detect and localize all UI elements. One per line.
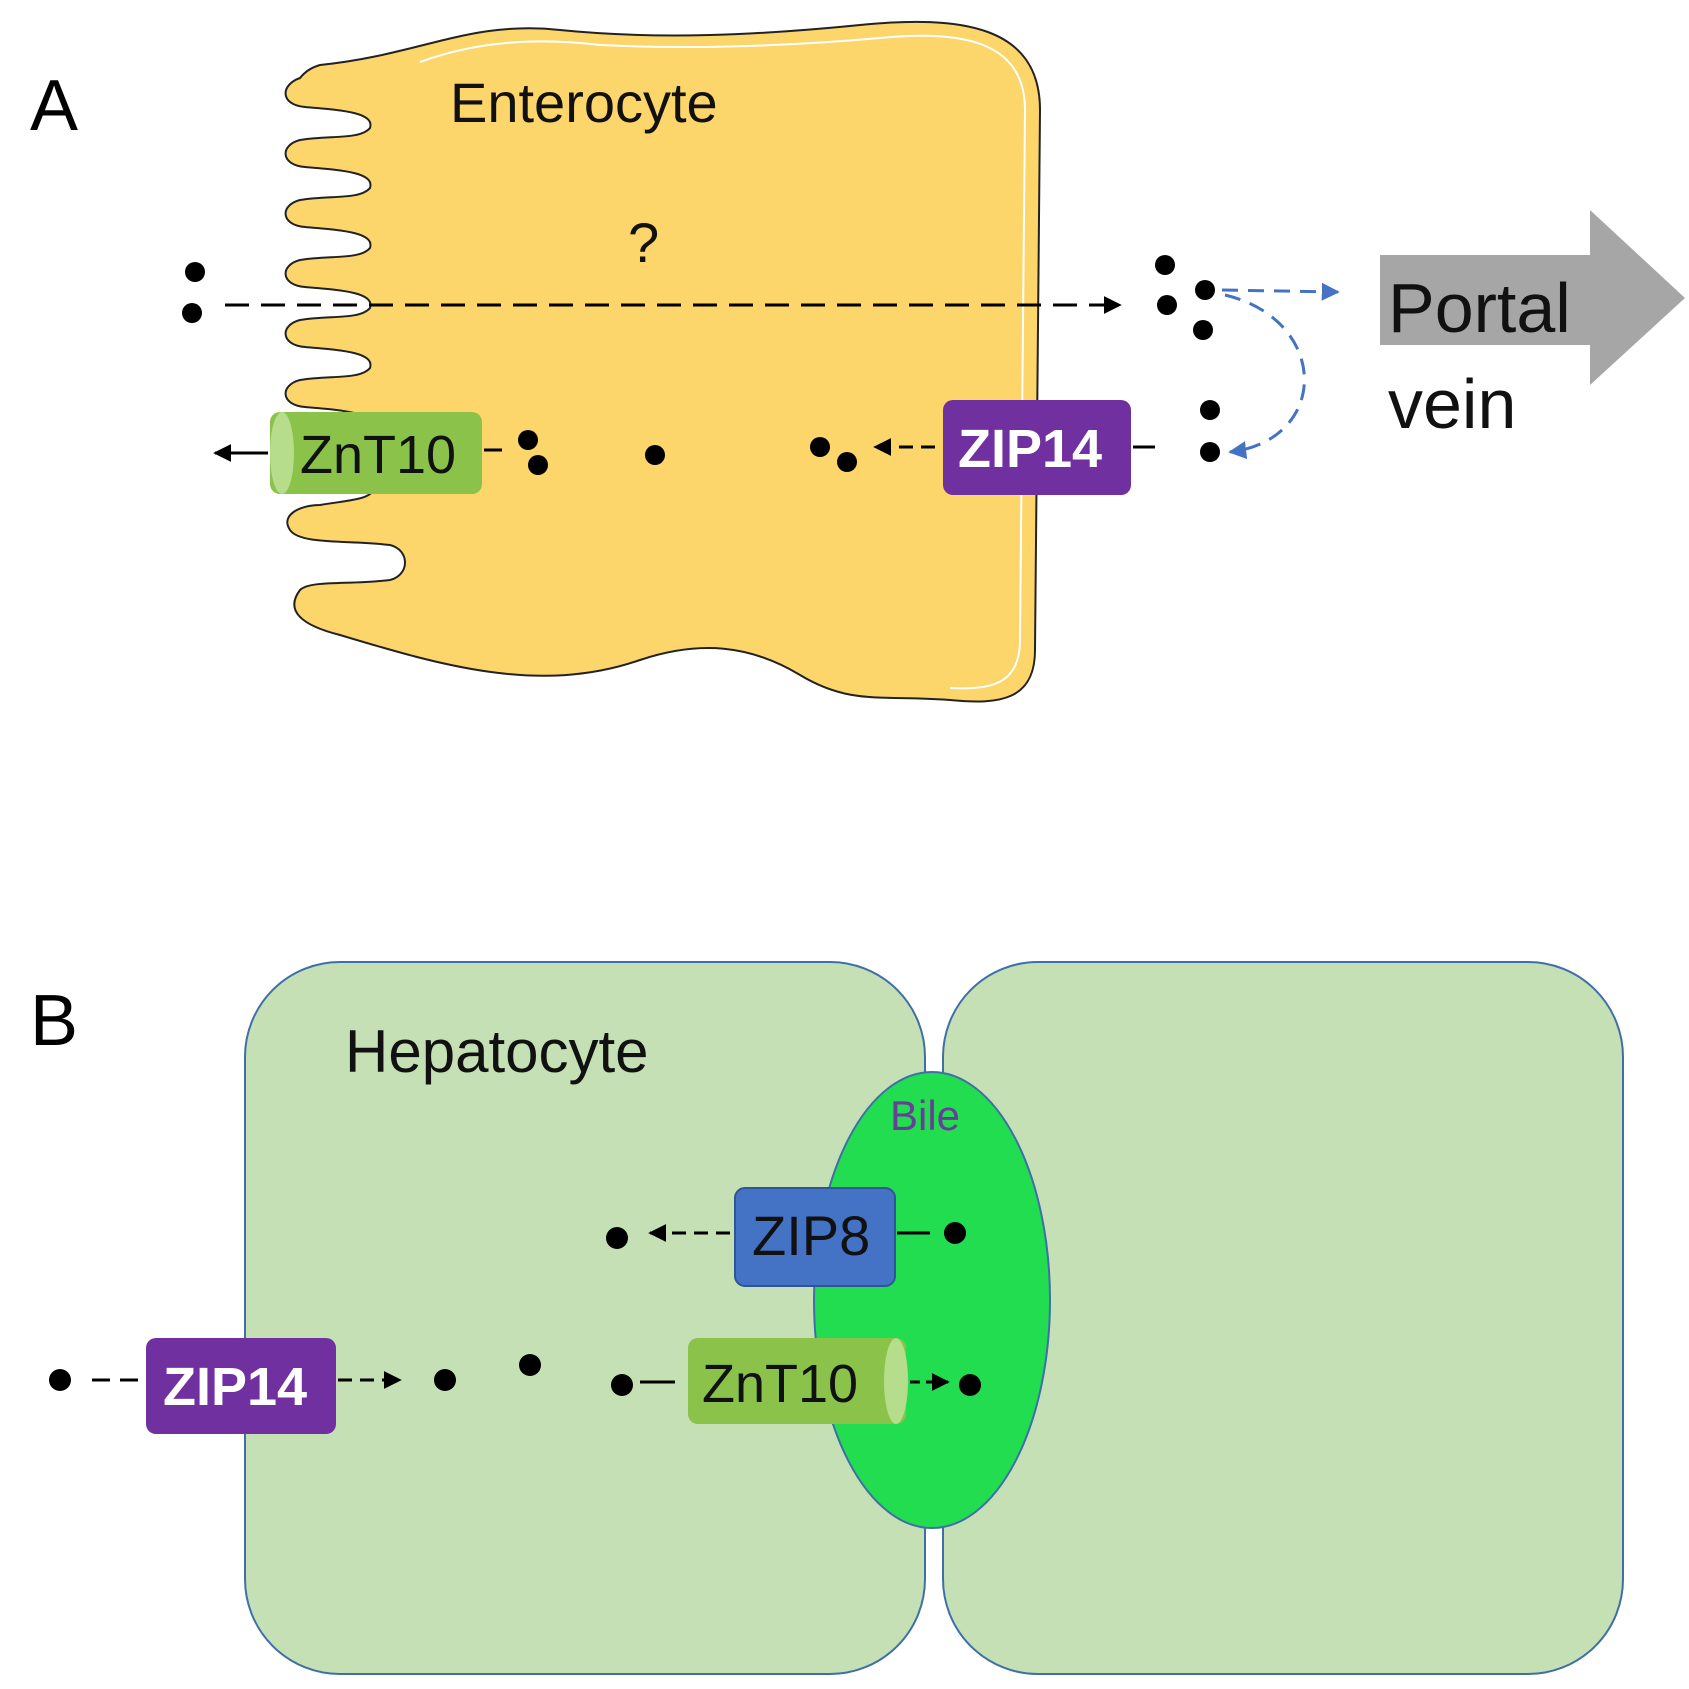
hepatocyte-label: Hepatocyte <box>345 1018 649 1085</box>
zinc-dot <box>645 445 665 465</box>
zip8-transporter <box>734 1187 896 1287</box>
portal-vein-arrow <box>1380 210 1685 385</box>
znt10-hepatic-label: ZnT10 <box>702 1354 858 1414</box>
znt10-cylinder-end <box>270 412 294 494</box>
panel-a-letter: A <box>30 66 78 146</box>
panel-b-letter: B <box>30 981 78 1061</box>
zinc-dot <box>49 1369 71 1391</box>
question-mark: ? <box>628 211 659 274</box>
znt10-transporter <box>270 412 482 494</box>
zinc-dot <box>959 1374 981 1396</box>
zip8-label: ZIP8 <box>752 1204 870 1267</box>
zinc-dot <box>1155 255 1175 275</box>
zinc-dot <box>185 262 205 282</box>
zinc-dot <box>1195 280 1215 300</box>
panel-a: A Enterocyte ? Portal vein ZnT10 <box>30 20 1685 703</box>
blue-arrow-recycle <box>1224 293 1306 459</box>
zinc-dot <box>810 437 830 457</box>
znt10-hepatic-transporter <box>688 1338 906 1424</box>
zip14-label: ZIP14 <box>958 419 1102 479</box>
zinc-dot <box>1193 320 1213 340</box>
zip14-hepatic-label: ZIP14 <box>163 1357 307 1417</box>
bile-label: Bile <box>890 1092 960 1139</box>
enterocyte-membrane <box>419 34 1027 690</box>
portal-label: Portal <box>1388 269 1571 347</box>
zinc-dot <box>837 452 857 472</box>
znt10-label: ZnT10 <box>300 425 456 485</box>
panel-b: B Hepatocyte Bile ZIP8 ZIP14 ZnT10 <box>30 961 1624 1675</box>
zip14-hepatic-transporter <box>146 1338 336 1434</box>
enterocyte-label: Enterocyte <box>450 71 718 134</box>
zinc-dot <box>611 1374 633 1396</box>
zinc-dot <box>606 1227 628 1249</box>
vein-label: vein <box>1388 365 1516 443</box>
zinc-dot <box>1157 295 1177 315</box>
blue-arrow-to-portal <box>1221 282 1340 301</box>
zinc-dot <box>1200 400 1220 420</box>
zinc-dot <box>1200 442 1220 462</box>
zinc-dot <box>434 1369 456 1391</box>
zip14-transporter <box>943 400 1131 495</box>
zinc-dot <box>182 303 202 323</box>
zinc-dot <box>519 1354 541 1376</box>
znt10-hepatic-cylinder-end <box>884 1338 908 1424</box>
zinc-dot <box>528 455 548 475</box>
zinc-dot <box>518 430 538 450</box>
zinc-dot <box>944 1222 966 1244</box>
bile-canaliculus <box>813 1071 1051 1529</box>
